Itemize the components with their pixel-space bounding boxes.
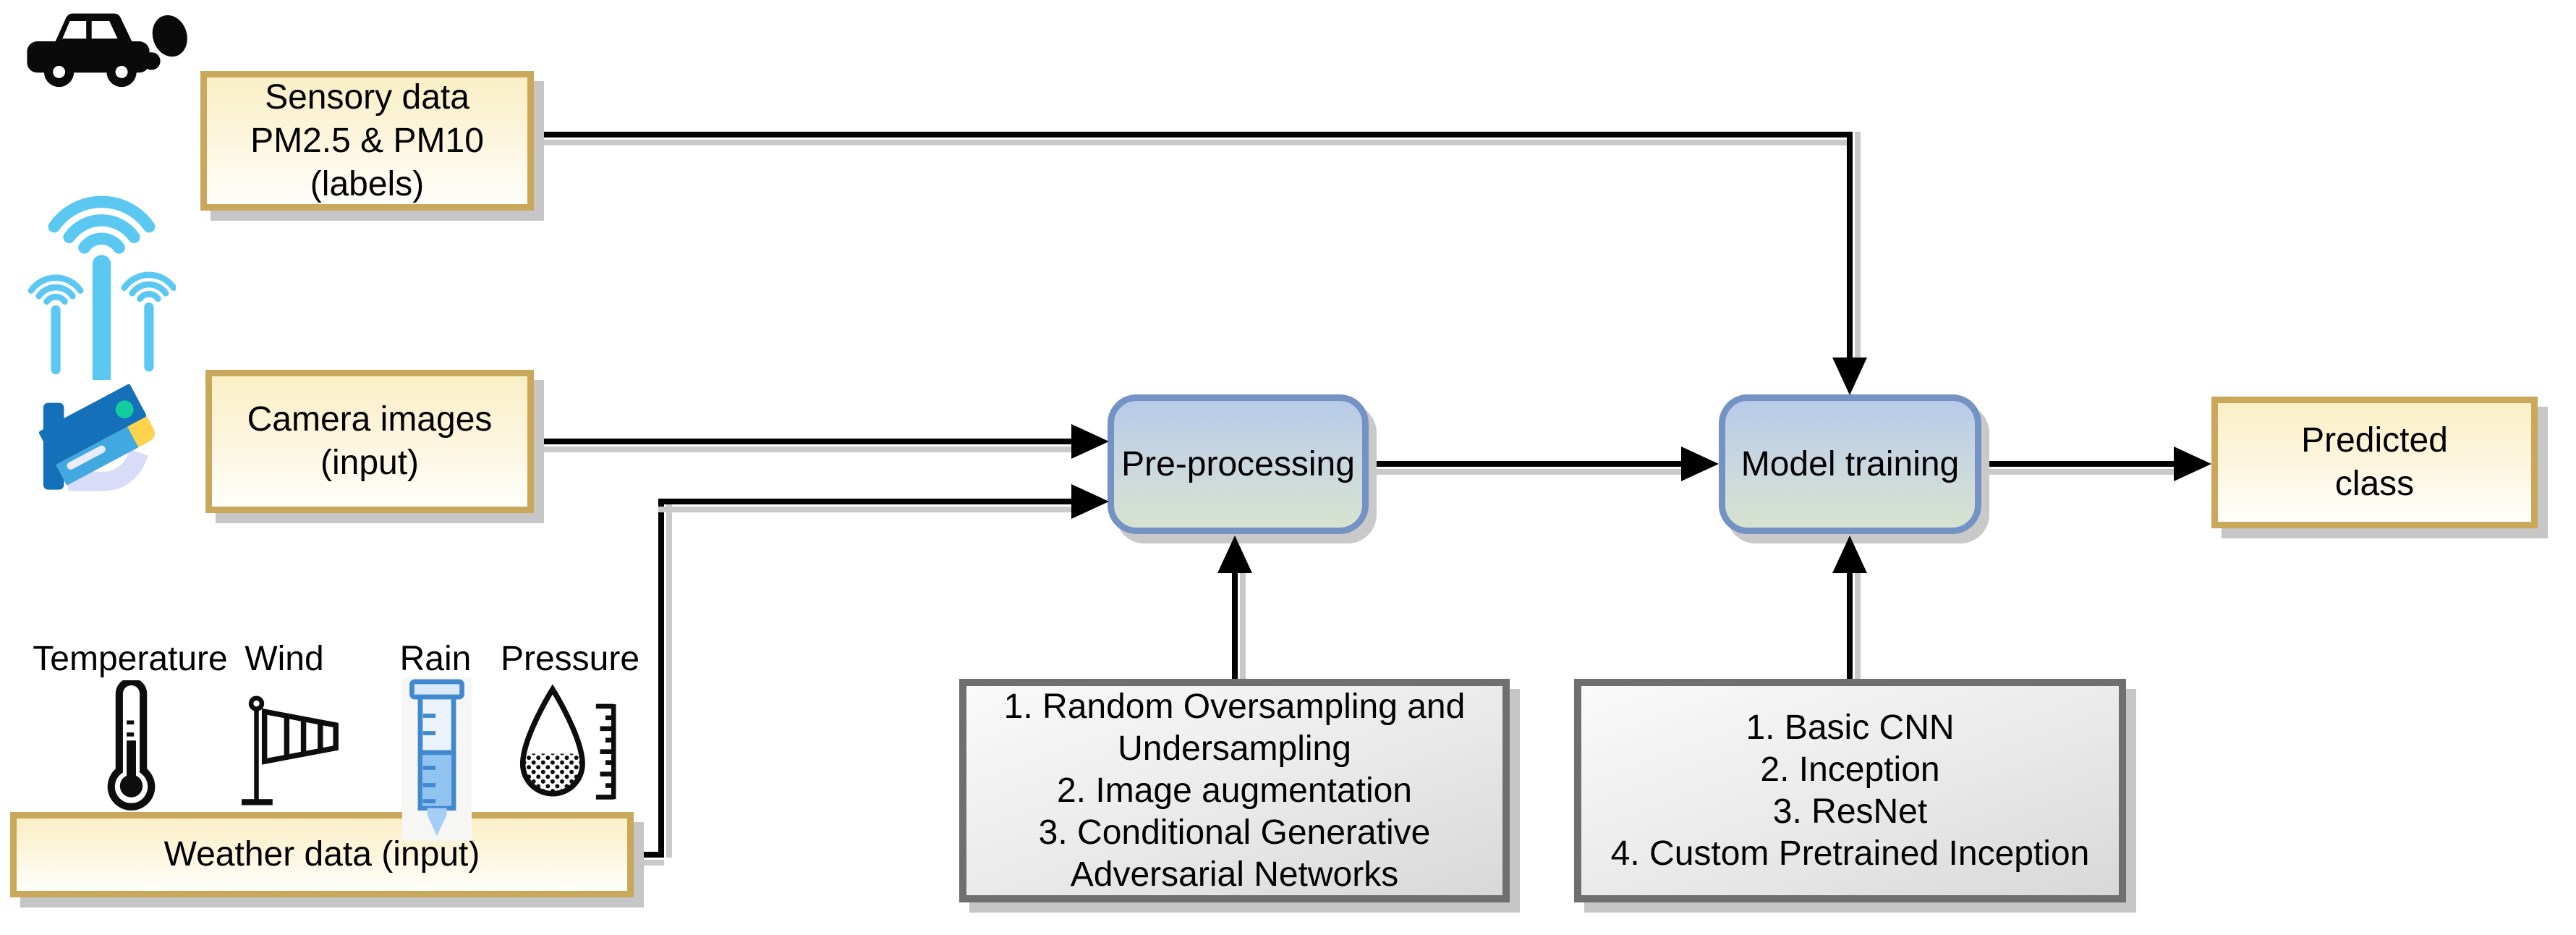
connector-sensory-vertical <box>1847 132 1853 358</box>
models-line2: 2. Inception <box>1760 750 1940 789</box>
models-line3: 3. ResNet <box>1772 792 1928 831</box>
node-preprocessing: Pre-processing <box>1108 394 1369 534</box>
arrowhead-preprocessing-to-model <box>1681 447 1719 481</box>
sensory-label-line2: PM2.5 & PM10 <box>250 121 484 160</box>
thermometer-icon <box>91 677 171 814</box>
node-predicted-class: Predicted class <box>2211 397 2538 528</box>
models-line4: 4. Custom Pretrained Inception <box>1610 834 2090 873</box>
arrowhead-models-to-model-training <box>1832 536 1867 573</box>
methods-line2: Undersampling <box>1118 729 1351 768</box>
connector-camera-to-preprocessing <box>532 439 1073 444</box>
weather-param-label-rain: Rain <box>399 640 472 678</box>
preprocessing-label: Pre-processing <box>1121 444 1355 483</box>
sensory-label-line3: (labels) <box>310 164 425 203</box>
predicted-label-line2: class <box>2334 465 2415 503</box>
windsock-icon <box>223 686 347 811</box>
weather-param-label-pressure: Pressure <box>500 640 640 678</box>
rain-gauge-icon <box>402 677 472 841</box>
arrowhead-model-to-predicted <box>2174 447 2211 481</box>
methods-line1: 1. Random Oversampling and <box>1003 687 1466 726</box>
weather-param-label-wind: Wind <box>245 640 324 678</box>
connector-models-vertical <box>1847 570 1853 680</box>
node-camera-images: Camera images (input) <box>205 370 534 513</box>
connector-sensory-horizontal <box>532 132 1853 138</box>
arrowhead-camera-to-preprocessing <box>1071 424 1109 459</box>
node-preprocessing-methods: 1. Random Oversampling and Undersampling… <box>959 679 1510 902</box>
node-sensory-data: Sensory data PM2.5 & PM10 (labels) <box>200 71 534 211</box>
camera-label-line1: Camera images <box>247 400 493 439</box>
node-weather-data: Weather data (input) <box>10 812 634 897</box>
sensory-label-line1: Sensory data <box>265 77 469 117</box>
weather-param-label-temperature: Temperature <box>33 640 228 678</box>
node-model-list: 1. Basic CNN 2. Inception 3. ResNet 4. C… <box>1574 679 2126 902</box>
wireless-sensor-antennas-icon <box>27 174 176 380</box>
models-line1: 1. Basic CNN <box>1746 708 1955 747</box>
connector-weather-stub <box>631 852 664 858</box>
camera-label-line2: (input) <box>320 444 420 482</box>
methods-line5: Adversarial Networks <box>1070 855 1399 894</box>
connector-weather-horizontal <box>658 499 1073 504</box>
arrowhead-weather-to-preprocessing <box>1071 484 1109 519</box>
cctv-camera-icon <box>38 382 190 498</box>
arrowhead-sensory-to-model-training <box>1832 358 1867 395</box>
connector-model-to-predicted <box>1980 461 2177 467</box>
methods-line4: 3. Conditional Generative <box>1038 813 1431 852</box>
droplet-with-scale-icon <box>511 684 635 813</box>
predicted-label-line1: Predicted <box>2301 421 2448 460</box>
connector-methods-vertical <box>1232 570 1238 680</box>
arrowhead-methods-to-preprocessing <box>1217 536 1252 573</box>
car-with-exhaust-smoke-icon <box>20 9 190 101</box>
connector-preprocessing-to-model <box>1367 461 1684 467</box>
connector-weather-vertical <box>658 499 664 858</box>
model-training-label: Model training <box>1740 444 1960 483</box>
node-model-training: Model training <box>1719 394 1981 534</box>
weather-label: Weather data (input) <box>163 835 480 873</box>
methods-line3: 2. Image augmentation <box>1057 771 1412 810</box>
